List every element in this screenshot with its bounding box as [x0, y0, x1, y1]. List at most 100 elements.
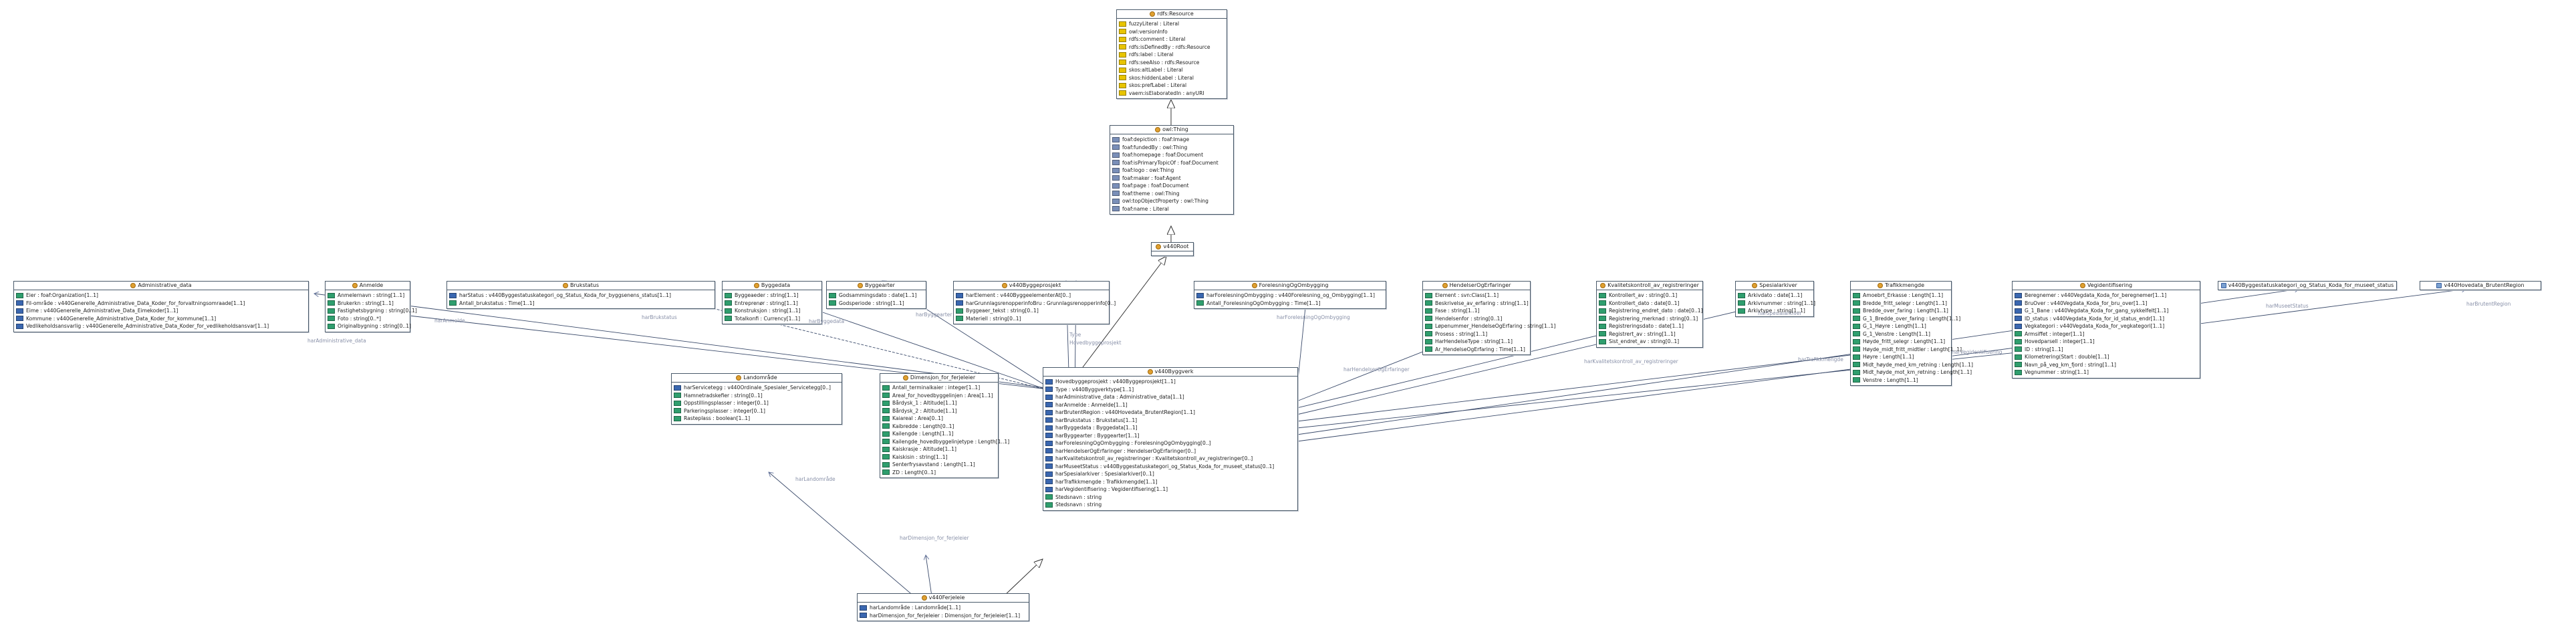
attribute-row[interactable]: Bårdysk_2 : Altitude[1..1] [882, 407, 997, 415]
attribute-row[interactable]: harAnmelde : Anmelde[1..1] [1045, 401, 1296, 409]
attribute-row[interactable]: foaf:fundedBy : owl:Thing [1112, 144, 1232, 152]
attribute-row[interactable]: harVegidentifisering : Vegidentifisering… [1045, 486, 1296, 494]
attribute-row[interactable]: Oppstillingsplasser : integer[0..1] [674, 399, 840, 407]
attribute-row[interactable]: Høyde_fritt_selegr : Length[1..1] [1853, 338, 1950, 346]
attribute-row[interactable]: foaf:page : foaf:Document [1112, 182, 1232, 190]
attribute-row[interactable]: Senterfrysavstand : Length[1..1] [882, 461, 997, 469]
attribute-row[interactable]: harBrukstatus : Brukstatus[1..1] [1045, 417, 1296, 425]
attribute-row[interactable]: Stedsnavn : string [1045, 494, 1296, 502]
attribute-row[interactable]: Kontrollert_av : string[0..1] [1599, 292, 1701, 300]
attribute-row[interactable]: Bredde_fritt_selegr : Length[1..1] [1853, 300, 1950, 308]
attribute-row[interactable]: Eier : foaf:Organization[1..1] [16, 292, 307, 300]
attribute-row[interactable]: Stedsnavn : string [1045, 501, 1296, 509]
attribute-row[interactable]: Originalbygning : string[0..1] [328, 322, 411, 330]
attribute-row[interactable]: Beregnemer : v440Vegdata_Koda_for_beregn… [2015, 292, 2198, 300]
attribute-row[interactable]: Sist_endret_av : string[0..1] [1599, 338, 1701, 346]
attribute-row[interactable]: rdfs:comment : Literal [1119, 35, 1225, 43]
attribute-row[interactable]: foaf:depiction : foaf:Image [1112, 136, 1232, 144]
attribute-row[interactable]: harGrunnlagsrenopperinfoBru : Grunnlagsr… [956, 300, 1116, 308]
class-trafikkmengde[interactable]: Trafikkmengde Amoebrt_Erkasse : Length[1… [1850, 281, 1973, 386]
attribute-row[interactable]: Hovedparsell : integer[1..1] [2015, 338, 2198, 346]
attribute-row[interactable]: Type : v440Byggverktype[1..1] [1045, 386, 1296, 394]
attribute-row[interactable]: Godsperiode : string[1..1] [829, 300, 924, 308]
attribute-row[interactable]: Armsiffet : integer[1..1] [2015, 330, 2198, 338]
class-administrative-data[interactable]: Administrative_data Eier : foaf:Organiza… [13, 281, 309, 332]
class-v440-ferjeleie[interactable]: v440Ferjeleie harLandområde : Landområde… [857, 593, 1029, 621]
class-forelesning-og-ombygging[interactable]: ForelesningOgOmbygging harForelesningOmb… [1194, 281, 1386, 309]
attribute-row[interactable]: foaf:name : Literal [1112, 205, 1232, 213]
attribute-row[interactable]: Materiell : string[0..1] [956, 315, 1108, 323]
attribute-row[interactable]: rdfs:label : Literal [1119, 51, 1225, 59]
attribute-row[interactable]: harTrafikkmengde : Trafikkmengde[1..1] [1045, 478, 1296, 486]
attribute-row[interactable]: G_1_Bredde_over_faring : Length[1..1] [1853, 315, 1960, 323]
attribute-row[interactable]: Ar_HendelseOgErfaring : Time[1..1] [1425, 346, 1529, 354]
attribute-row[interactable]: harBrutentRegion : v440Hovedata_BrutentR… [1045, 409, 1296, 417]
attribute-row[interactable]: Entreprenør : string[1..1] [725, 300, 820, 308]
attribute-row[interactable]: Registrering_endret_dato : date[0..1] [1599, 307, 1703, 315]
class-byggearter[interactable]: Byggearter Godsammingsdato : date[1..1] … [826, 281, 926, 309]
attribute-row[interactable]: Eime : v440Generelle_Administrative_Data… [16, 307, 307, 315]
attribute-row[interactable]: Totalkonfi : Currency[1..1] [725, 315, 820, 323]
class-brutent-region-enum[interactable]: v440Hovedata_BrutentRegion [2420, 281, 2541, 290]
attribute-row[interactable]: harElement : v440ByggeelementerAt[0..] [956, 292, 1108, 300]
attribute-row[interactable]: Fil-område : v440Generelle_Administrativ… [16, 300, 307, 308]
attribute-row[interactable]: harServicetegg : v440Ordinale_Spesialer_… [674, 384, 840, 392]
attribute-row[interactable]: skos:hiddenLabel : Literal [1119, 74, 1225, 82]
class-brukstatus[interactable]: Brukstatus harStatus : v440Byggestatuska… [446, 281, 715, 309]
attribute-row[interactable]: Bredde_over_faring : Length[1..1] [1853, 307, 1950, 315]
attribute-row[interactable]: Antall_brukstatus : Time[1..1] [449, 300, 713, 308]
attribute-row[interactable]: skos:altLabel : Literal [1119, 66, 1225, 74]
attribute-row[interactable]: ZD : Length[0..1] [882, 469, 997, 477]
attribute-row[interactable]: Vedlikeholdsansvarlig : v440Generelle_Ad… [16, 322, 307, 330]
class-v440root[interactable]: v440Root [1151, 242, 1194, 256]
attribute-row[interactable]: G_1_Bane : v440Vegdata_Koda_for_gang_syk… [2015, 307, 2198, 315]
attribute-row[interactable]: Registreringsdato : date[1..1] [1599, 322, 1701, 330]
attribute-row[interactable]: harHendelserOgErfaringer : HendelserOgEr… [1045, 447, 1296, 455]
class-museet-status-enum[interactable]: v440Byggestatuskategori_og_Status_Koda_f… [2218, 281, 2397, 290]
attribute-row[interactable]: G_1_Venstre : Length[1..1] [1853, 330, 1950, 338]
attribute-row[interactable]: Venstre : Length[1..1] [1853, 377, 1950, 385]
attribute-row[interactable]: Rasteplass : boolean[1..1] [674, 415, 840, 423]
attribute-row[interactable]: Kontrollert_dato : date[0..1] [1599, 300, 1701, 308]
attribute-row[interactable]: harKvalitetskontroll_av_registreringer :… [1045, 455, 1296, 463]
class-vegidentifisering[interactable]: Vegidentifisering Beregnemer : v440Vegda… [2012, 281, 2200, 379]
attribute-row[interactable]: harAdministrative_data : Administrative_… [1045, 393, 1296, 401]
attribute-row[interactable]: foaf:theme : owl:Thing [1112, 190, 1232, 198]
attribute-row[interactable]: harSpesialarkiver : Spesialarkiver[0..1] [1045, 470, 1296, 478]
class-rdfs-resource[interactable]: rdfs:Resource fuzzyLiteral : Literal owl… [1116, 9, 1227, 99]
attribute-row[interactable]: foaf:homepage : foaf:Document [1112, 151, 1232, 159]
class-owl-thing[interactable]: owl:Thing foaf:depiction : foaf:Image fo… [1110, 125, 1234, 215]
attribute-row[interactable]: vaem:isElaboratedIn : anyURI [1119, 90, 1225, 98]
attribute-row[interactable]: BruOver : v440Vegdata_Koda_for_bru_over[… [2015, 300, 2198, 308]
attribute-row[interactable]: Kailengde_hovedbyggelinjetype : Length[1… [882, 438, 1009, 446]
attribute-row[interactable]: Kaiskrasje : Altitude[1..1] [882, 445, 997, 453]
attribute-row[interactable]: owl:topObjectProperty : owl:Thing [1112, 197, 1232, 205]
class-byggedata[interactable]: Byggedata Byggeaeder : string[1..1] Entr… [722, 281, 822, 324]
class-anmelde[interactable]: Anmelde Anmelernavn : string[1..1] Bruke… [325, 281, 417, 332]
attribute-row[interactable]: Bårdysk_1 : Altitude[1..1] [882, 399, 997, 407]
attribute-row[interactable]: skos:prefLabel : Literal [1119, 82, 1225, 90]
attribute-row[interactable]: Vegkategori : v440Vegdata_Koda_for_vegka… [2015, 322, 2198, 330]
attribute-row[interactable]: Anmelernavn : string[1..1] [328, 292, 408, 300]
attribute-row[interactable]: Konstruksjon : string[1..1] [725, 307, 820, 315]
attribute-row[interactable]: Midt_høyde_med_km_retning : Length[1..1] [1853, 361, 1973, 369]
attribute-row[interactable]: ID_status : v440Vegdata_Koda_for_id_stat… [2015, 315, 2198, 323]
attribute-row[interactable]: Registrert_av : string[1..1] [1599, 330, 1701, 338]
attribute-row[interactable]: Kommune : v440Generelle_Administrative_D… [16, 315, 307, 323]
attribute-row[interactable]: ID : string[1..1] [2015, 346, 2198, 354]
attribute-row[interactable]: Arkivtype : string[1..1] [1738, 307, 1812, 315]
attribute-row[interactable]: Brukerkn : string[1..1] [328, 300, 408, 308]
attribute-row[interactable]: Parkeringsplasser : integer[0..1] [674, 407, 840, 415]
attribute-row[interactable]: Navn_på_veg_km_fjord : string[1..1] [2015, 361, 2198, 369]
attribute-row[interactable]: harStatus : v440Byggestatuskategori_og_S… [449, 292, 713, 300]
attribute-row[interactable]: harByggedata : Byggedata[1..1] [1045, 424, 1296, 432]
attribute-row[interactable]: Fastighetsbygning : string[0..1] [328, 307, 417, 315]
attribute-row[interactable]: Beskrivelse_av_erfaring : string[1..1] [1425, 300, 1529, 308]
attribute-row[interactable]: Foto : string[0..*] [328, 315, 408, 323]
attribute-row[interactable]: harMuseetStatus : v440Byggestatuskategor… [1045, 463, 1296, 471]
class-dimensjon-for-ferjeleier[interactable]: Dimensjon_for_ferjeleier Antall_terminal… [880, 373, 1009, 478]
attribute-row[interactable]: G_1_Høyre : Length[1..1] [1853, 322, 1950, 330]
attribute-row[interactable]: Arkivnummer : string[1..1] [1738, 300, 1815, 308]
class-landomrade[interactable]: Landområde harServicetegg : v440Ordinale… [671, 373, 842, 425]
attribute-row[interactable]: Løpenummer_HendelseOgErfaring : string[1… [1425, 322, 1555, 330]
